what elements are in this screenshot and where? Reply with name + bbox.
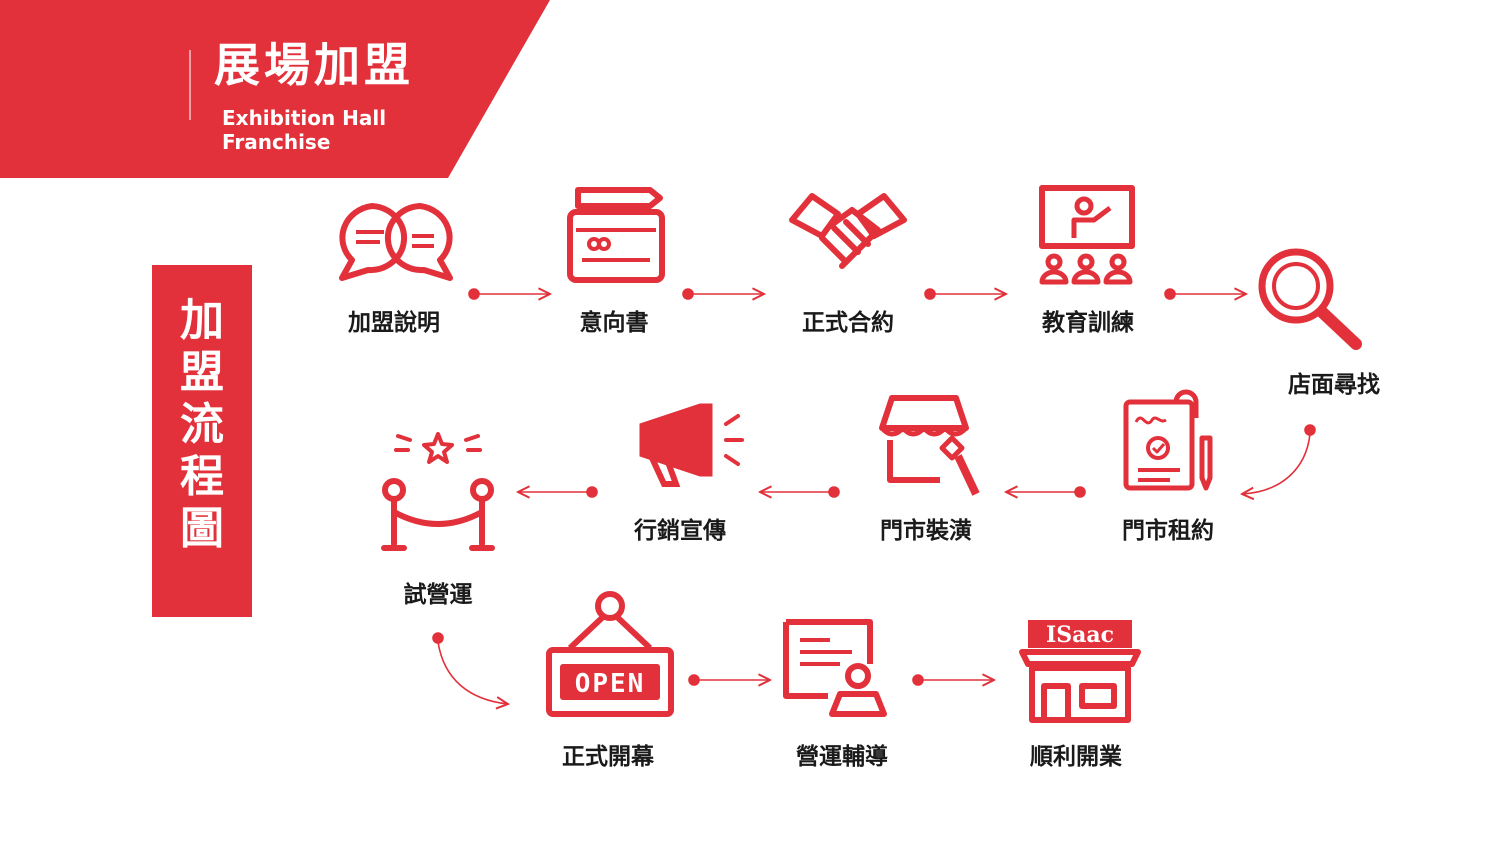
page-title: 展場加盟 <box>214 38 414 92</box>
connector-8 <box>518 487 598 497</box>
connector-3 <box>924 289 1006 299</box>
flow-title: 加 盟 流 程 圖 <box>152 295 252 555</box>
connector-9 <box>432 632 508 704</box>
store-brush-icon <box>879 395 980 496</box>
connector-7 <box>760 487 840 497</box>
guidance-icon <box>783 619 887 717</box>
presentation-class-icon <box>1039 185 1135 285</box>
connector-5 <box>1242 424 1316 494</box>
letter-pencil-icon <box>567 187 665 283</box>
flow-title-char: 程 <box>180 451 224 502</box>
step-label-11: 營運輔導 <box>796 744 888 770</box>
step-label-10: 正式開幕 <box>562 744 654 770</box>
step-label-1: 加盟說明 <box>348 310 440 336</box>
flow-title-char: 圖 <box>180 503 224 554</box>
connector-11 <box>912 675 994 685</box>
step-label-9: 試營運 <box>403 582 473 608</box>
step-label-7: 門市裝潢 <box>880 518 972 544</box>
header-banner <box>0 0 550 178</box>
magnifier-icon <box>1258 248 1362 350</box>
open-sign-text: OPEN <box>575 669 646 699</box>
megaphone-icon <box>639 403 744 487</box>
flow-title-char: 加 <box>180 295 224 346</box>
step-label-3: 正式合約 <box>802 310 894 336</box>
step-label-5: 店面尋找 <box>1288 372 1380 398</box>
connector-10 <box>688 675 770 685</box>
flow-title-box: 加 盟 流 程 圖 <box>152 265 252 617</box>
step-label-2: 意向書 <box>579 310 649 336</box>
subtitle-line-2: Franchise <box>222 130 331 154</box>
step-label-4: 教育訓練 <box>1042 310 1134 336</box>
connector-2 <box>682 289 764 299</box>
stanchion-star-icon <box>381 432 495 551</box>
step-label-6: 門市租約 <box>1122 518 1214 544</box>
page-subtitle: Exhibition Hall Franchise <box>222 106 386 154</box>
isaac-store-icon <box>1019 620 1141 723</box>
step-label-8: 行銷宣傳 <box>634 518 726 544</box>
subtitle-line-1: Exhibition Hall <box>222 106 387 130</box>
flow-title-char: 盟 <box>180 347 224 398</box>
contract-icon <box>1123 389 1213 491</box>
open-sign-icon <box>546 591 674 717</box>
flow-title-char: 流 <box>180 399 224 450</box>
step-label-12: 順利開業 <box>1030 744 1122 770</box>
connector-4 <box>1164 289 1246 299</box>
connector-1 <box>468 289 550 299</box>
chat-bubbles-icon <box>339 203 453 281</box>
connector-6 <box>1006 487 1086 497</box>
handshake-icon <box>789 193 907 269</box>
isaac-sign-text: ISaac <box>1046 622 1114 648</box>
